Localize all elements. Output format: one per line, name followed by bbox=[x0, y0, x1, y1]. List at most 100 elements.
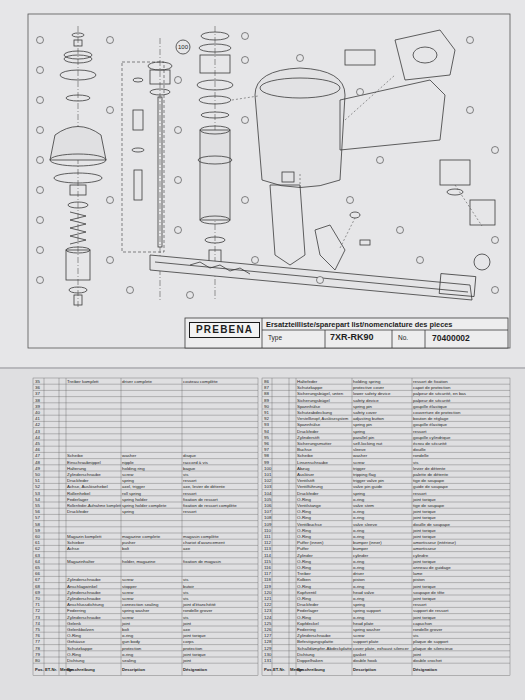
table-cell: tige de soupape bbox=[413, 504, 444, 508]
table-cell: 74 bbox=[35, 622, 40, 626]
table-cell: 113 bbox=[264, 547, 271, 551]
table-cell: 77 bbox=[35, 640, 40, 644]
table-cell: o-ring bbox=[122, 634, 133, 638]
table-cell: Druckfeder bbox=[67, 510, 88, 514]
table-cell: 64 bbox=[35, 560, 40, 564]
table-cell: vis bbox=[183, 591, 188, 595]
table-cell: chariot d'avancement bbox=[183, 541, 225, 545]
table-cell: safety device bbox=[353, 399, 379, 403]
table-cell: bumper bbox=[353, 547, 368, 551]
table-cell: Abzug bbox=[297, 467, 309, 471]
table-cell: 91 bbox=[264, 411, 269, 415]
table-cell: Druckfeder bbox=[297, 492, 318, 496]
table-cell: Beschreibung bbox=[297, 668, 325, 672]
table-cell: douille bbox=[413, 448, 426, 452]
table-cell: 95 bbox=[264, 436, 269, 440]
table-cell: Rollenfeder-Aufnahme komplett bbox=[67, 504, 121, 508]
table-cell: roll spring bbox=[122, 492, 141, 496]
table-cell: spring bbox=[122, 479, 134, 483]
table-cell: Verstellknopf, Auslösesystem bbox=[297, 417, 348, 421]
table-cell: spring washer bbox=[353, 628, 380, 632]
table-cell: joint d'étanchéité bbox=[183, 603, 216, 607]
table-cell: 53 bbox=[35, 492, 40, 496]
table-cell: 111 bbox=[264, 535, 271, 539]
table-cell: o-ring bbox=[353, 535, 364, 539]
table-cell: bolt bbox=[122, 547, 129, 551]
table-cell: Federring bbox=[297, 628, 316, 632]
table-cell: holder, magazine bbox=[122, 560, 155, 564]
table-cell: O-Ring bbox=[67, 634, 81, 638]
table-cell: vis bbox=[183, 473, 188, 477]
table-cell: 99 bbox=[264, 461, 269, 465]
table-cell: piston bbox=[413, 578, 425, 582]
table-cell: 68 bbox=[35, 585, 40, 589]
table-cell: o-ring bbox=[353, 529, 364, 533]
table-cell: O-Ring bbox=[297, 498, 311, 502]
table-cell: couverture de protection bbox=[413, 411, 460, 415]
document-title: Ersatzteilliste/sparepart list/nomenclat… bbox=[266, 321, 452, 328]
table-cell: Scheibe bbox=[67, 454, 83, 458]
table-cell: O-Ring bbox=[297, 616, 311, 620]
table-cell: 115 bbox=[264, 560, 271, 564]
table-cell: 118 bbox=[264, 578, 271, 582]
table-cell: 65 bbox=[35, 566, 40, 570]
table-cell: tripping flag bbox=[353, 473, 376, 477]
table-cell: 63 bbox=[35, 554, 40, 558]
table-cell: joint torique bbox=[413, 616, 436, 620]
table-cell: joint torique bbox=[413, 516, 436, 520]
title-block-text: 7XR-RK90 bbox=[330, 333, 374, 342]
table-cell: support plate bbox=[353, 640, 378, 644]
table-cell: levier de détente bbox=[413, 467, 445, 471]
table-cell: 114 bbox=[264, 554, 271, 558]
table-cell: 54 bbox=[35, 498, 40, 502]
table-cell: Sicherungsbügel bbox=[297, 399, 330, 403]
table-cell: joint torique bbox=[413, 585, 436, 589]
table-cell: 79 bbox=[35, 653, 40, 657]
table-cell: 90 bbox=[264, 405, 269, 409]
table-cell: guide de soupape bbox=[413, 485, 448, 489]
table-cell: 40 bbox=[35, 411, 40, 415]
table-cell: ressort bbox=[183, 479, 196, 483]
table-cell: 45 bbox=[35, 442, 40, 446]
table-cell: Schutzkappe bbox=[67, 647, 92, 651]
table-cell: Description bbox=[353, 668, 376, 672]
callout-number: 100 bbox=[178, 44, 188, 50]
table-cell: joint torique bbox=[183, 653, 206, 657]
table-cell: 127 bbox=[264, 634, 271, 638]
table-cell: Zylinderstift bbox=[297, 436, 319, 440]
table-cell: couteau complète bbox=[183, 380, 218, 384]
table-cell: 55 bbox=[35, 504, 40, 508]
table-cell: cylinder bbox=[353, 554, 368, 558]
table-cell: Federlager bbox=[297, 609, 318, 613]
table-cell: 110 bbox=[264, 529, 271, 533]
table-cell: raccord à vis bbox=[183, 461, 208, 465]
table-cell: protection bbox=[183, 647, 202, 651]
table-cell: Gelenk bbox=[67, 622, 81, 626]
table-cell: Description bbox=[122, 668, 145, 672]
table-cell: 75 bbox=[35, 628, 40, 632]
table-cell: 62 bbox=[35, 547, 40, 551]
table-cell: gasket bbox=[353, 653, 366, 657]
table-cell: screw bbox=[122, 597, 133, 601]
table-cell: amortisseur (intérieur) bbox=[413, 541, 456, 545]
table-cell: rondelle grover bbox=[183, 609, 212, 613]
table-cell: 35 bbox=[35, 380, 40, 384]
table-cell: Dichtung bbox=[297, 653, 314, 657]
table-cell: ressort bbox=[183, 492, 196, 496]
table-cell: O-Ring bbox=[297, 566, 311, 570]
table-cell: Federring bbox=[67, 609, 86, 613]
table-cell: joint torique bbox=[413, 560, 436, 564]
table-cell: Spannhülse bbox=[297, 405, 320, 409]
table-cell: Zylinderschraube bbox=[67, 597, 101, 601]
table-cell: bolt bbox=[122, 628, 129, 632]
table-cell: joint torique bbox=[413, 498, 436, 502]
table-cell: driver bbox=[353, 572, 364, 576]
table-cell: disque bbox=[183, 454, 196, 458]
table-cell: capuchon bbox=[413, 622, 432, 626]
table-cell: 38 bbox=[35, 399, 40, 403]
table-cell: Ventilführung bbox=[297, 485, 323, 489]
table-cell: 103 bbox=[264, 485, 271, 489]
table-cell: washer bbox=[353, 454, 367, 458]
table-cell: protection bbox=[122, 647, 141, 651]
